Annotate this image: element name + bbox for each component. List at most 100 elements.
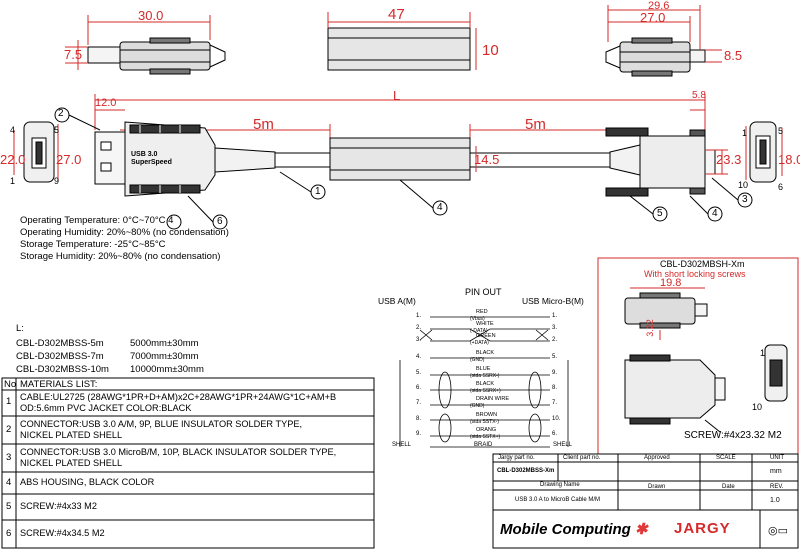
mat-row-3-no: 3 (6, 452, 12, 463)
dim-a-height: 7.5 (64, 47, 83, 62)
dim-total-l: L (393, 88, 401, 103)
mat-header-no: No (4, 379, 17, 390)
mat-row-5: SCREW:#4x33 M2 (20, 501, 97, 511)
balloon-1: 1 (315, 186, 321, 197)
mat-row-1-no: 1 (6, 396, 12, 407)
pin-a-number: 3. (416, 337, 422, 343)
tb-rev: 1.0 (770, 497, 780, 504)
usb-a-face (13, 121, 59, 183)
mat-row-6: SCREW:#4x34.5 M2 (20, 528, 105, 538)
env-st-humidity: Storage Humidity: 20%~80% (no condensati… (20, 251, 221, 262)
env-op-humidity: Operating Humidity: 20%~80% (no condensa… (20, 227, 229, 238)
pin-b-number: 2. (552, 337, 558, 343)
pin-a-4: 4 (10, 125, 16, 135)
pinout-right-label: USB Micro-B(M) (522, 296, 584, 306)
balloon-3: 3 (742, 194, 748, 205)
length-val-7m: 7000mm±30mm (130, 351, 199, 362)
mold-top-view (327, 12, 477, 71)
pin-a-number: 9. (416, 431, 422, 437)
balloon-5: 5 (657, 208, 663, 219)
wire-color: RED (476, 309, 488, 315)
pin-b-number: 10. (552, 416, 561, 422)
dim-mold-height: 10 (482, 42, 499, 59)
wire-color: BLACK (476, 350, 495, 356)
balloon-2: 2 (58, 108, 64, 119)
pin-a-1: 1 (10, 176, 16, 186)
pin-b-number: 6. (552, 431, 558, 437)
mat-row-2: CONNECTOR:USB 3.0 A/M, 9P, BLUE INSULATO… (20, 419, 303, 440)
env-op-temp: Operating Temperature: 0°C~70°C 4 (20, 215, 174, 226)
dim-b-length-1: 29.6 (648, 0, 670, 12)
tb-h-drawn: Drawn (648, 484, 666, 490)
pin-a-5: 5 (54, 125, 60, 135)
pinout-wires (399, 316, 569, 448)
tb-h-client: Client part no. (563, 455, 601, 461)
dim-b-length-2: 27.0 (640, 10, 666, 25)
pin-b-number: 3. (552, 325, 558, 331)
tb-h-rev: REV. (770, 484, 784, 490)
mat-row-6-no: 6 (6, 528, 12, 539)
wire-signal: (stda SSRX+) (470, 388, 501, 394)
wire-color: GREEN (476, 333, 496, 339)
tb-h-date: Date (722, 484, 735, 490)
wire-signal: (GND) (470, 403, 485, 409)
usb-a-top-view (65, 15, 226, 75)
length-row-10m: CBL-D302MBSS-10m (16, 364, 109, 375)
tb-h-approved: Approved (644, 455, 670, 461)
pin-a-9: 9 (54, 176, 60, 186)
mat-row-5-no: 5 (6, 501, 12, 512)
wire-signal: (Vbus) (470, 316, 485, 322)
pinout-title: PIN OUT (465, 287, 502, 297)
pin-b-10: 10 (738, 180, 749, 190)
pin-a-number: 6. (416, 385, 422, 391)
wire-signal: (stda SSTX-) (470, 419, 499, 425)
length-row-7m: CBL-D302MBSS-7m (16, 351, 104, 362)
variant-dim-height: 3.22 (644, 319, 655, 337)
wire-color: DRAIN WIRE (476, 396, 509, 402)
balloon-4: 4 (437, 202, 443, 213)
lengths-label: L: (16, 323, 24, 334)
pin-b-1: 1 (742, 128, 748, 138)
mat-header-title: MATERIALS LIST: (20, 379, 98, 390)
pin-a-number: 8. (416, 416, 422, 422)
title-block-frame (492, 453, 799, 549)
variant-connector (624, 287, 788, 433)
variant-pin-10: 10 (752, 402, 763, 412)
pin-b-number: 8. (552, 385, 558, 391)
variant-pin-1: 1 (760, 348, 766, 358)
materials-frame (1, 377, 375, 549)
dim-a-body-height: 27.0 (56, 152, 82, 167)
mat-row-2-no: 2 (6, 424, 12, 435)
length-val-5m: 5000mm±30mm (130, 338, 199, 349)
wire-color: WHITE (476, 321, 494, 327)
wire-signal: (+DATA) (470, 340, 489, 346)
dim-b-face-height: 18.0 (778, 152, 800, 167)
variant-dim-length: 19.8 (660, 277, 682, 289)
tb-h-unit: UNIT (770, 455, 784, 461)
pin-b-number: 1. (552, 313, 558, 319)
wire-signal: (GND) (470, 357, 485, 363)
pin-a-number: 5. (416, 370, 422, 376)
tb-unit: mm (770, 468, 782, 475)
pinout-left-label: USB A(M) (378, 296, 416, 306)
pin-b-number: 5. (552, 354, 558, 360)
length-val-10m: 10000mm±30mm (130, 364, 204, 375)
brand-mobile-computing: Mobile Computing ✱ (500, 521, 648, 538)
micro-b-face (745, 121, 783, 183)
dim-mold-mid: 14.5 (474, 152, 500, 167)
brand-jargy: JARGY (674, 520, 731, 537)
length-row-5m: CBL-D302MBSS-5m (16, 338, 104, 349)
pin-b-number: 9. (552, 370, 558, 376)
dim-b-height: 8.5 (724, 48, 743, 63)
variant-title: CBL-D302MBSH-Xm (660, 259, 745, 269)
tb-part-no: CBL-D302MBSS-Xm (497, 468, 555, 474)
pin-a-number: 4. (416, 354, 422, 360)
dim-b-body-height: 23.3 (716, 152, 742, 167)
tb-drawing-name: USB 3.0 A to MicroB Cable M/M (515, 497, 601, 503)
balloon-6: 6 (217, 216, 223, 227)
wire-color: BLUE (476, 366, 491, 372)
wire-signal: (stda SSTX+) (470, 434, 501, 440)
wire-color: ORANG (476, 427, 497, 433)
